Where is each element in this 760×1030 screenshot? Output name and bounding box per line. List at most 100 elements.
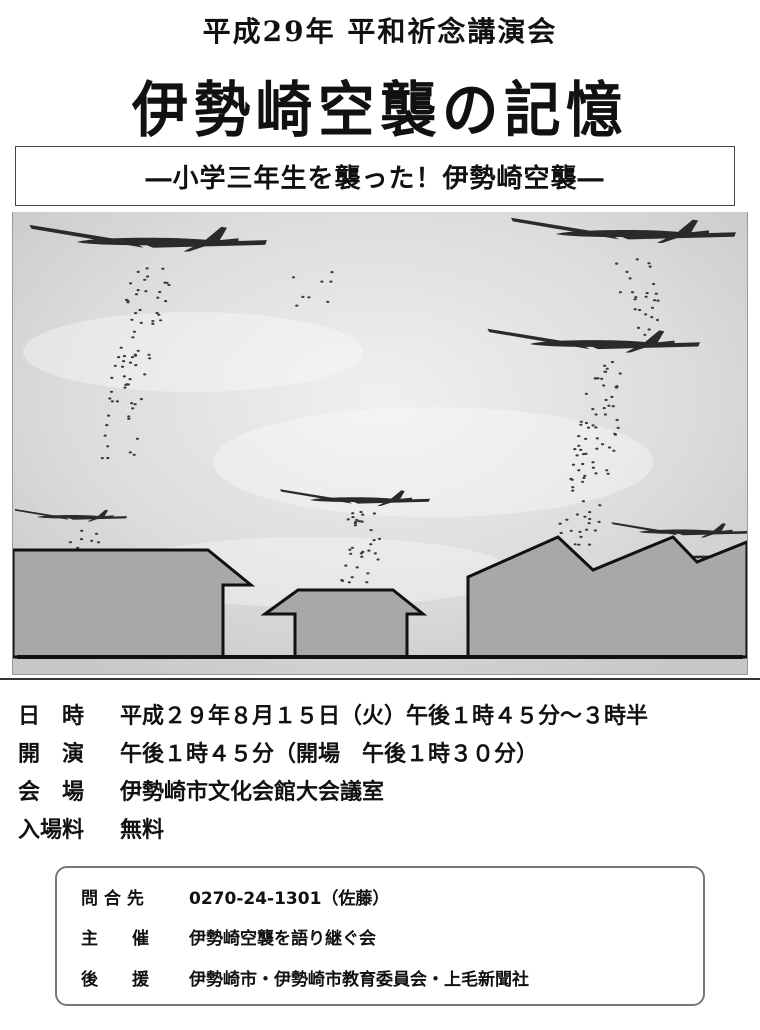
bomb-dot bbox=[596, 377, 600, 380]
bomb-dot bbox=[588, 517, 592, 521]
sponsor-row: 後 援 伊勢崎市・伊勢崎市教育委員会・上毛新聞社 bbox=[81, 965, 529, 990]
event-fee-row: 入場料 無料 bbox=[18, 812, 164, 844]
bomb-dot bbox=[159, 319, 163, 322]
bomb-dot bbox=[130, 356, 135, 359]
bomb-dot bbox=[117, 356, 121, 359]
bomb-dot bbox=[582, 453, 586, 456]
bomb-dot bbox=[595, 437, 599, 440]
bomb-dot bbox=[109, 390, 114, 393]
bomb-dot bbox=[647, 262, 651, 265]
building-silhouettes bbox=[13, 535, 747, 659]
bomb-dot bbox=[577, 444, 581, 447]
main-title: 伊勢崎空襲の記憶 bbox=[131, 76, 629, 146]
bomb-dot bbox=[653, 299, 657, 302]
bomb-dot bbox=[597, 520, 601, 523]
bomb-dot bbox=[301, 295, 305, 298]
bomb-dot bbox=[344, 564, 348, 567]
bomb-dot bbox=[145, 267, 149, 270]
bomb-dot bbox=[603, 370, 607, 373]
bomb-dot bbox=[593, 529, 598, 532]
bomb-dot bbox=[128, 451, 132, 454]
bomb-dot bbox=[158, 290, 162, 294]
bomb-dot bbox=[656, 299, 660, 302]
bomb-dot bbox=[608, 446, 612, 449]
event-datetime-row: 日 時 平成２９年８月１５日（火）午後１時４５分～３時半 bbox=[18, 698, 648, 730]
bomb-dot bbox=[600, 377, 604, 380]
bomb-dot bbox=[581, 480, 585, 483]
bomb-dot bbox=[369, 543, 373, 546]
bomb-dot bbox=[126, 383, 130, 386]
fee-value: 無料 bbox=[120, 818, 165, 843]
bomb-dot bbox=[588, 511, 592, 514]
bomb-dot bbox=[348, 548, 352, 551]
bomb-dot bbox=[610, 360, 615, 364]
bomb-dot bbox=[625, 270, 629, 273]
bomb-dot bbox=[569, 529, 573, 532]
bomb-dot bbox=[585, 528, 589, 531]
bomb-dot bbox=[578, 530, 582, 533]
bomb-dot bbox=[119, 346, 123, 349]
bomb-dot bbox=[128, 378, 132, 381]
bomb-dot bbox=[108, 397, 112, 400]
bomb-dot bbox=[569, 477, 573, 480]
bomb-dot bbox=[587, 522, 591, 525]
bomb-dot bbox=[605, 367, 609, 370]
bomb-dot bbox=[648, 265, 652, 268]
bomb-dot bbox=[132, 453, 136, 456]
bomb-dot bbox=[128, 361, 133, 364]
bomb-dot bbox=[591, 408, 595, 411]
bomb-dot bbox=[594, 413, 598, 416]
bomb-dot bbox=[106, 445, 110, 448]
bomb-dot bbox=[634, 296, 638, 299]
bomb-dot bbox=[122, 355, 127, 358]
subtitle-text: ―小学三年生を襲った！伊勢崎空襲― bbox=[145, 163, 605, 194]
bomb-dot bbox=[558, 522, 562, 525]
contact-box: 問 合 先 0270-24-1301（佐藤） 主 催 伊勢崎空襲を語り継ぐ会 後… bbox=[55, 866, 705, 1006]
bomb-dot bbox=[598, 504, 602, 507]
bomb-dot bbox=[124, 298, 129, 301]
bomb-dot bbox=[581, 462, 585, 466]
bomb-dot bbox=[571, 463, 576, 466]
bomb-dot bbox=[373, 552, 377, 555]
bomb-dot bbox=[575, 454, 579, 457]
bomb-dot bbox=[143, 278, 147, 281]
bomb-dot bbox=[326, 300, 330, 303]
bomb-dot bbox=[593, 377, 597, 380]
bomb-dot bbox=[559, 531, 563, 535]
bomb-dot bbox=[612, 449, 616, 452]
bomb-dot bbox=[347, 581, 351, 584]
bomb-dot bbox=[635, 258, 639, 261]
bomb-dot bbox=[359, 520, 363, 523]
sponsor-value: 伊勢崎市・伊勢崎市教育委員会・上毛新聞社 bbox=[189, 970, 529, 990]
bomb-dot bbox=[94, 532, 99, 535]
bomb-dot bbox=[644, 313, 648, 316]
bomb-dot bbox=[628, 277, 632, 280]
bomb-dot bbox=[633, 308, 637, 311]
bomb-dot bbox=[106, 456, 110, 460]
bomb-dot bbox=[350, 576, 354, 579]
bomb-dot bbox=[133, 353, 137, 356]
fee-label: 入場料 bbox=[18, 818, 85, 843]
bomb-dot bbox=[655, 318, 660, 322]
bomb-dot bbox=[100, 457, 104, 460]
bomb-dot bbox=[586, 426, 591, 429]
falling-bombs bbox=[68, 258, 660, 594]
bomb-dot bbox=[146, 275, 150, 278]
bomb-dot bbox=[603, 413, 608, 416]
bomb-dot bbox=[565, 518, 569, 521]
bomb-dot bbox=[366, 572, 370, 575]
bomb-dot bbox=[155, 311, 159, 315]
bomb-dot bbox=[350, 546, 354, 549]
bomb-dot bbox=[583, 474, 587, 477]
bomb-dot bbox=[591, 466, 596, 469]
inquiry-phone: 0270-24-1301（佐藤） bbox=[189, 889, 390, 909]
bomb-dot bbox=[144, 290, 148, 293]
event-venue-row: 会 場 伊勢崎市文化会館大会議室 bbox=[18, 774, 384, 806]
bomb-dot bbox=[68, 541, 72, 544]
bomb-dot bbox=[613, 432, 617, 435]
bomb-dot bbox=[582, 476, 586, 479]
bomb-dot bbox=[138, 308, 142, 312]
bomb-dot bbox=[618, 291, 623, 294]
bomb-dot bbox=[606, 472, 610, 475]
bomb-dot bbox=[654, 292, 658, 295]
